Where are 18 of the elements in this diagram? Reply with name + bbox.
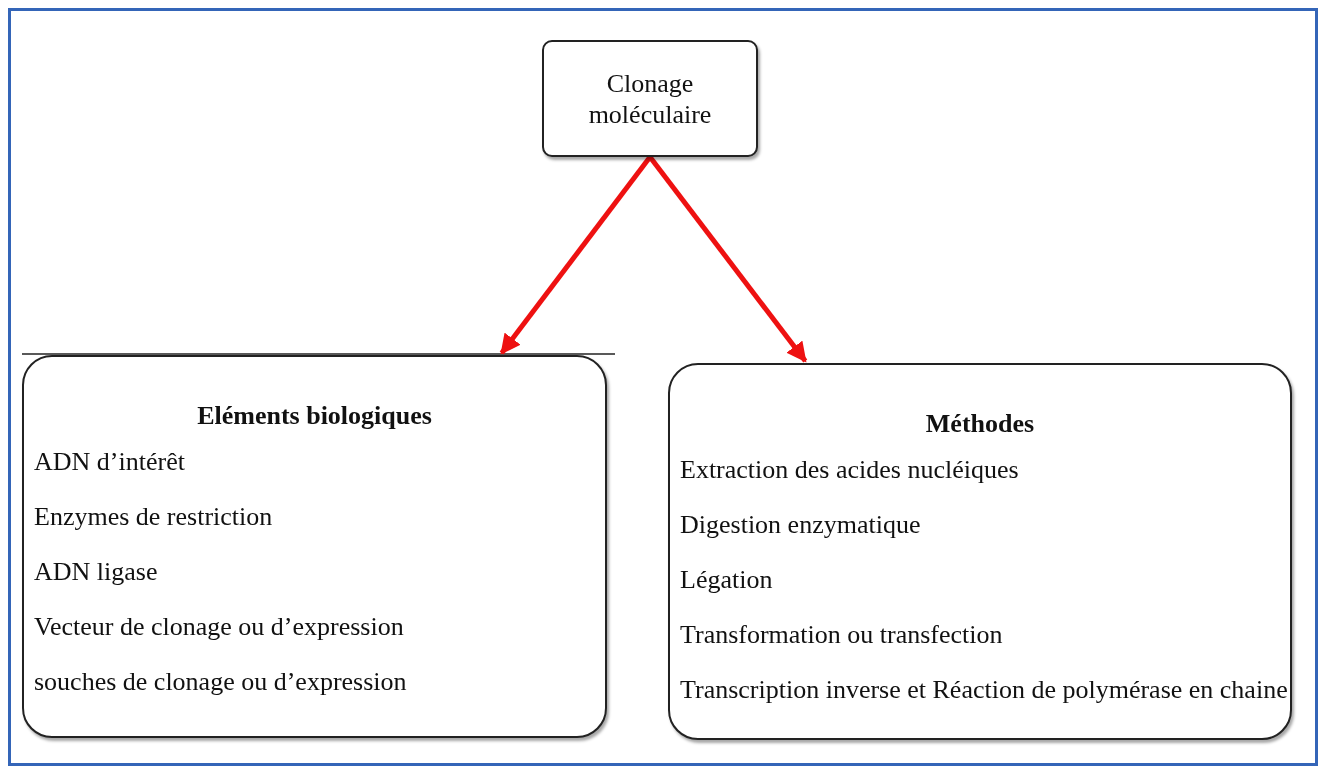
list-item: Transcription inverse et Réaction de polymérase en chaine <box>680 675 1289 705</box>
box-heading: Méthodes <box>925 409 1035 439</box>
list-item: Vecteur de clonage ou d’expression <box>34 612 405 642</box>
box-heading: Eléments biologiques <box>197 401 432 431</box>
list-item: souches de clonage ou d’expression <box>34 667 408 697</box>
list-box <box>668 363 1292 740</box>
list-item: Légation <box>680 565 774 595</box>
arrow <box>648 155 808 363</box>
topic-text: Clonage moléculaire <box>587 67 713 130</box>
arrow <box>499 155 652 355</box>
list-item: ADN ligase <box>34 557 159 587</box>
list-item: ADN d’intérêt <box>34 447 186 477</box>
list-box <box>22 355 607 738</box>
list-item: Enzymes de restriction <box>34 502 274 532</box>
list-item: Transformation ou transfection <box>680 620 1004 650</box>
topic-box <box>542 40 758 157</box>
list-item: Extraction des acides nucléiques <box>680 455 1020 485</box>
list-item: Digestion enzymatique <box>680 510 922 540</box>
